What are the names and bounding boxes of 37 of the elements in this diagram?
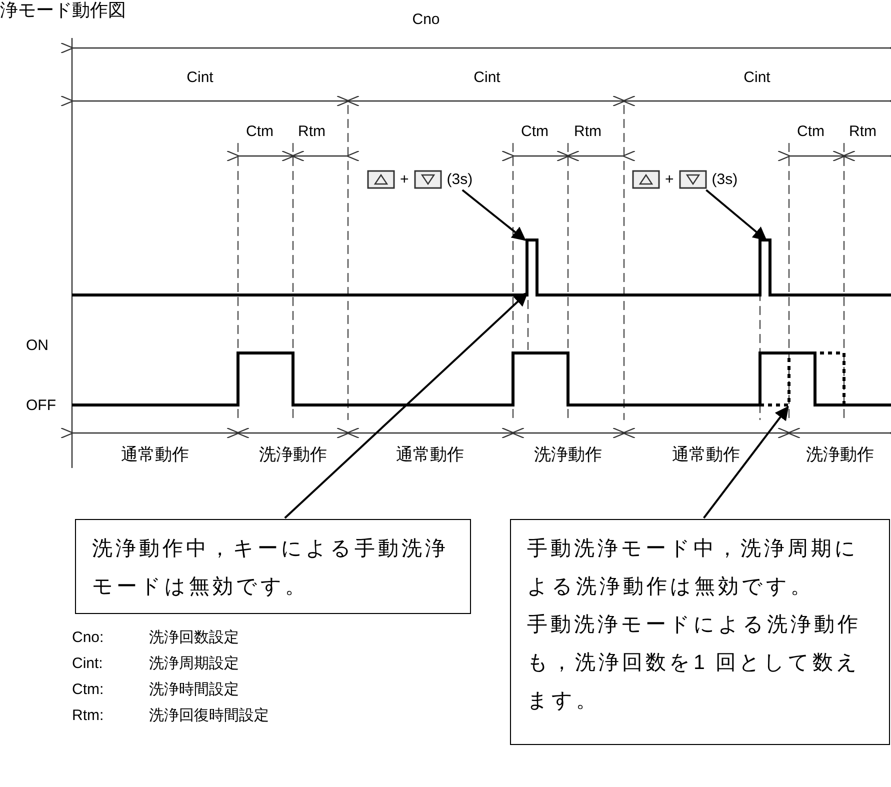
dimension-label: Cint — [744, 70, 770, 85]
plus-sign: + — [665, 171, 674, 188]
term-description: 洗浄回復時間設定 — [149, 708, 269, 723]
term-description: 洗浄時間設定 — [149, 682, 239, 697]
phase-label: 洗浄動作 — [806, 446, 874, 463]
dimension-label: Ctm — [246, 124, 274, 139]
dimension-label: Rtm — [574, 124, 602, 139]
dimension-label: Rtm — [849, 124, 876, 139]
phase-label: 通常動作 — [121, 446, 189, 463]
dimension-label: Cint — [186, 70, 214, 85]
phase-label: 洗浄動作 — [534, 446, 602, 463]
leader-line — [706, 189, 768, 241]
leader-line — [462, 189, 526, 241]
phase-label: 通常動作 — [672, 446, 740, 463]
phase-label: 洗浄動作 — [259, 446, 327, 463]
term-description: 洗浄回数設定 — [149, 630, 239, 645]
leader-line — [703, 406, 789, 519]
plus-sign: + — [400, 171, 409, 188]
term-label: Ctm: — [72, 682, 104, 697]
dimension-label: Cno — [412, 12, 440, 27]
phase-label: 通常動作 — [396, 446, 464, 463]
dimension-label: Ctm — [797, 124, 824, 139]
duration-label: (3s) — [712, 171, 738, 188]
dimension-label: Rtm — [298, 124, 326, 139]
dimension-label: Cint — [474, 70, 500, 85]
term-description: 洗浄周期設定 — [149, 656, 239, 671]
term-label: Cint: — [72, 656, 103, 671]
diagram-title: 浄モード動作図 — [0, 1, 126, 19]
leader-line — [284, 292, 528, 519]
signal-level-label: OFF — [26, 398, 56, 413]
duration-label: (3s) — [446, 171, 473, 188]
dimension-label: Ctm — [521, 124, 548, 139]
term-label: Cno: — [72, 630, 104, 645]
signal-level-label: ON — [26, 338, 48, 353]
term-label: Rtm: — [72, 708, 104, 723]
callout-box: 手動洗浄モード中，洗浄周期による洗浄動作は無効です。 手動洗浄モードによる洗浄動作も，洗浄回数を1 回として数えます。 — [510, 519, 890, 745]
callout-box: 洗浄動作中，キーによる手動洗浄モードは無効です。 — [75, 519, 471, 614]
